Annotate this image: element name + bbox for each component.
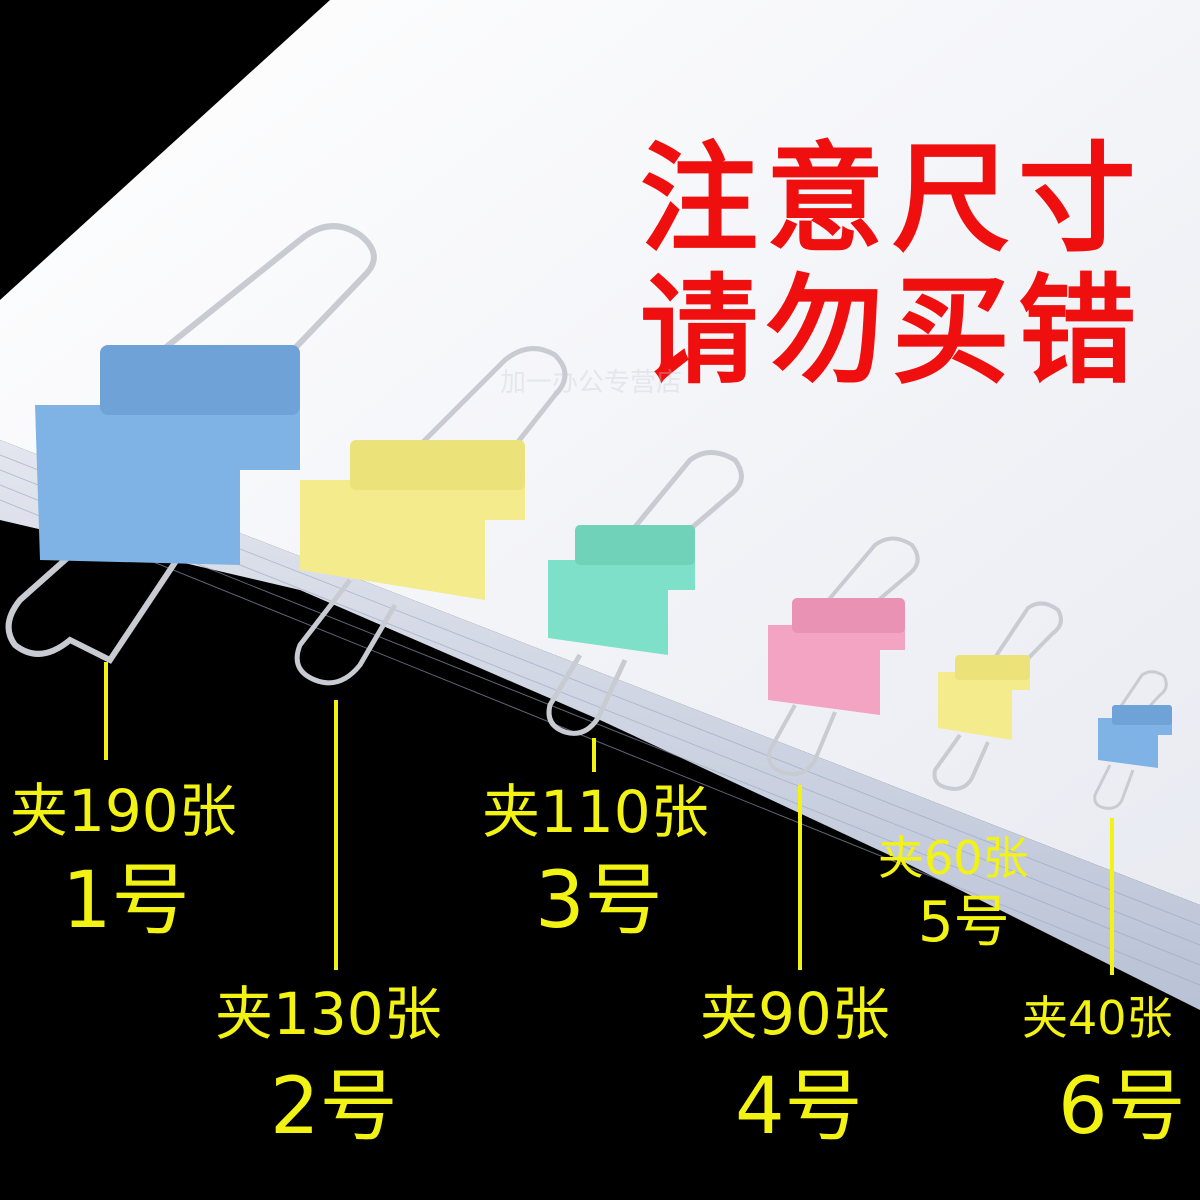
clip-1-body	[35, 405, 300, 565]
paper-stack	[0, 0, 1200, 1010]
paper-top-surface	[0, 0, 1200, 905]
clip-3-top-tab	[575, 525, 695, 565]
clip-5-top-handle	[988, 601, 1063, 674]
binder-clip-1	[5, 223, 377, 664]
clip-4-bottom-handle	[767, 704, 837, 777]
binder-clip-6	[1093, 670, 1172, 810]
clip-1-capacity: 夹190张	[10, 777, 237, 845]
binder-clip-5	[932, 601, 1063, 791]
clip-1-size: 1号	[62, 856, 190, 946]
clip-3-capacity: 夹110张	[482, 778, 709, 846]
clip-6-top-handle	[1113, 670, 1168, 724]
clip-6-capacity: 夹40张	[1022, 991, 1173, 1045]
clip-3-top-handle	[618, 450, 744, 557]
binder-clip-2	[294, 346, 568, 686]
clip-4-size: 4号	[735, 1062, 863, 1152]
clip-6-body	[1098, 718, 1172, 768]
clip-6-bottom-handle	[1093, 764, 1135, 810]
clip-1-top-tab	[100, 345, 300, 415]
clip-3-body	[548, 560, 695, 655]
binder-clip-3	[546, 450, 744, 736]
clip-3-bottom-handle	[546, 653, 628, 736]
clip-4-body	[768, 625, 905, 715]
clip-6-top-tab	[1112, 705, 1172, 725]
clip-2-top-tab	[350, 440, 525, 490]
clip-4-top-tab	[792, 598, 905, 633]
headline-line-2: 请勿买错	[640, 262, 1145, 400]
clip-1-top-handle	[148, 223, 377, 393]
clip-2-capacity: 夹130张	[215, 980, 442, 1048]
clip-2-bottom-handle	[294, 578, 398, 686]
clip-6-size: 6号	[1058, 1062, 1186, 1152]
clip-2-top-handle	[398, 346, 568, 492]
clip-5-capacity: 夹60张	[878, 831, 1029, 885]
clip-2-size: 2号	[270, 1062, 398, 1152]
clip-1-bottom-handle	[5, 517, 193, 664]
watermark: 加一办公专营店	[500, 368, 683, 398]
clip-2-body	[300, 480, 525, 600]
binder-clip-4	[767, 536, 920, 777]
clip-4-capacity: 夹90张	[700, 980, 890, 1048]
clip-4-top-handle	[818, 536, 920, 622]
clip-5-body	[938, 672, 1030, 740]
clip-5-top-tab	[955, 655, 1030, 680]
clip-3-size: 3号	[535, 856, 663, 946]
clip-5-bottom-handle	[932, 733, 990, 791]
headline-line-1: 注意尺寸	[640, 130, 1145, 268]
paper-stack-edge	[0, 440, 1200, 1010]
leader-lines	[104, 662, 1114, 975]
clip-5-size: 5号	[918, 890, 1010, 955]
